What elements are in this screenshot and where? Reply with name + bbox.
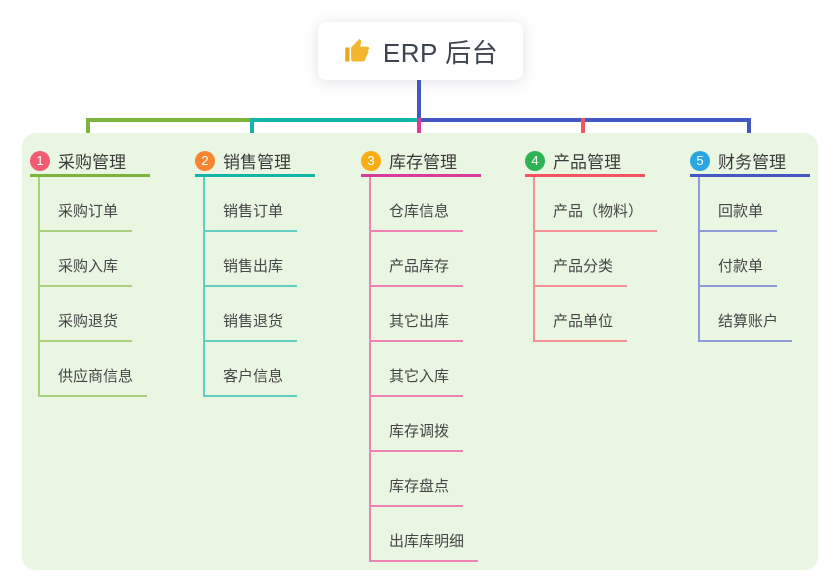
node-label: 销售退货 xyxy=(203,310,298,342)
node-label: 库存盘点 xyxy=(369,475,464,507)
branch-connector-line xyxy=(195,174,315,177)
branch-connector-line xyxy=(361,174,481,177)
child-connector-line xyxy=(38,177,40,397)
branch-header[interactable]: 5 财务管理 xyxy=(690,149,839,172)
node-label: 客户信息 xyxy=(203,365,298,397)
mindmap-node[interactable]: 产品（物料） xyxy=(525,177,700,232)
mindmap-node[interactable]: 采购入库 xyxy=(30,232,205,287)
mindmap-node[interactable]: 采购退货 xyxy=(30,287,205,342)
node-label: 供应商信息 xyxy=(38,365,148,397)
branch-header[interactable]: 4 产品管理 xyxy=(525,149,700,172)
child-connector-line xyxy=(203,177,205,397)
branch-number-badge: 1 xyxy=(30,150,50,171)
mindmap-node[interactable]: 产品分类 xyxy=(525,232,700,287)
node-label: 采购退货 xyxy=(38,310,133,342)
branch-drop-line-purchase xyxy=(86,118,90,143)
branch-number-badge: 4 xyxy=(525,150,545,171)
branch-number-badge: 2 xyxy=(195,150,215,171)
mindmap-node[interactable]: 其它入库 xyxy=(361,342,536,397)
root-connector-line xyxy=(417,80,421,118)
node-label: 仓库信息 xyxy=(369,200,464,232)
root-label: ERP 后台 xyxy=(382,37,499,68)
branch-children: 销售订单 销售出库 销售退货 客户信息 xyxy=(195,177,370,397)
branch-number-badge: 3 xyxy=(361,150,381,171)
branch-children: 仓库信息 产品库存 其它出库 其它入库 库存调拨 库存盘点 出库库明细 xyxy=(361,177,536,562)
node-label: 库存调拨 xyxy=(369,420,464,452)
connector-bar-middle xyxy=(252,118,419,122)
branch-drop-line-inventory xyxy=(417,118,421,143)
branch-drop-line-finance xyxy=(747,118,751,143)
node-label: 产品（物料） xyxy=(533,200,658,232)
mindmap-node[interactable]: 库存盘点 xyxy=(361,452,536,507)
child-connector-line xyxy=(533,177,535,342)
thumbs-up-icon xyxy=(345,38,370,62)
node-label: 出库库明细 xyxy=(369,530,479,562)
mindmap-node[interactable]: 销售出库 xyxy=(195,232,370,287)
branch-connector-line xyxy=(30,174,150,177)
node-label: 采购订单 xyxy=(38,200,133,232)
branch-title: 财务管理 xyxy=(718,153,786,172)
node-label: 回款单 xyxy=(698,200,778,232)
mindmap-node[interactable]: 销售订单 xyxy=(195,177,370,232)
branch-header[interactable]: 3 库存管理 xyxy=(361,149,536,172)
node-label: 付款单 xyxy=(698,255,778,287)
mindmap-node[interactable]: 出库库明细 xyxy=(361,507,536,562)
branch-title: 采购管理 xyxy=(58,153,126,172)
mindmap-node[interactable]: 产品单位 xyxy=(525,287,700,342)
node-label: 采购入库 xyxy=(38,255,133,287)
branch-connector-line xyxy=(525,174,645,177)
node-label: 产品库存 xyxy=(369,255,464,287)
branch-title: 销售管理 xyxy=(223,153,291,172)
branch-drop-line-sales xyxy=(250,118,254,143)
branch-connector-line xyxy=(690,174,810,177)
mindmap-node[interactable]: 库存调拨 xyxy=(361,397,536,452)
branch-drop-line-product xyxy=(581,118,585,143)
branch-title: 库存管理 xyxy=(389,153,457,172)
branch-sales: 2 销售管理 销售订单 销售出库 销售退货 客户信息 xyxy=(195,149,370,397)
branch-title: 产品管理 xyxy=(553,153,621,172)
mindmap-node[interactable]: 回款单 xyxy=(690,177,839,232)
mindmap-node[interactable]: 销售退货 xyxy=(195,287,370,342)
mindmap-panel xyxy=(22,133,818,570)
node-label: 其它入库 xyxy=(369,365,464,397)
child-connector-line xyxy=(698,177,700,342)
node-label: 产品分类 xyxy=(533,255,628,287)
mindmap-node[interactable]: 付款单 xyxy=(690,232,839,287)
mindmap-node[interactable]: 供应商信息 xyxy=(30,342,205,397)
branch-finance: 5 财务管理 回款单 付款单 结算账户 xyxy=(690,149,839,342)
mindmap-node[interactable]: 客户信息 xyxy=(195,342,370,397)
branch-product: 4 产品管理 产品（物料） 产品分类 产品单位 xyxy=(525,149,700,342)
mindmap-node[interactable]: 仓库信息 xyxy=(361,177,536,232)
connector-bar-left xyxy=(88,118,252,122)
branch-children: 产品（物料） 产品分类 产品单位 xyxy=(525,177,700,342)
mindmap-node[interactable]: 其它出库 xyxy=(361,287,536,342)
branch-number-badge: 5 xyxy=(690,150,710,171)
node-label: 其它出库 xyxy=(369,310,464,342)
node-label: 销售订单 xyxy=(203,200,298,232)
node-label: 销售出库 xyxy=(203,255,298,287)
root-node[interactable]: ERP 后台 xyxy=(318,22,523,80)
branch-header[interactable]: 2 销售管理 xyxy=(195,149,370,172)
node-label: 产品单位 xyxy=(533,310,628,342)
connector-bar-right xyxy=(419,118,751,122)
branch-inventory: 3 库存管理 仓库信息 产品库存 其它出库 其它入库 库存调拨 库存盘点 出库库… xyxy=(361,149,536,562)
mindmap-node[interactable]: 采购订单 xyxy=(30,177,205,232)
branch-children: 采购订单 采购入库 采购退货 供应商信息 xyxy=(30,177,205,397)
branch-children: 回款单 付款单 结算账户 xyxy=(690,177,839,342)
branch-purchase: 1 采购管理 采购订单 采购入库 采购退货 供应商信息 xyxy=(30,149,205,397)
mindmap-node[interactable]: 结算账户 xyxy=(690,287,839,342)
node-label: 结算账户 xyxy=(698,310,793,342)
mindmap-node[interactable]: 产品库存 xyxy=(361,232,536,287)
branch-header[interactable]: 1 采购管理 xyxy=(30,149,205,172)
child-connector-line xyxy=(369,177,371,562)
